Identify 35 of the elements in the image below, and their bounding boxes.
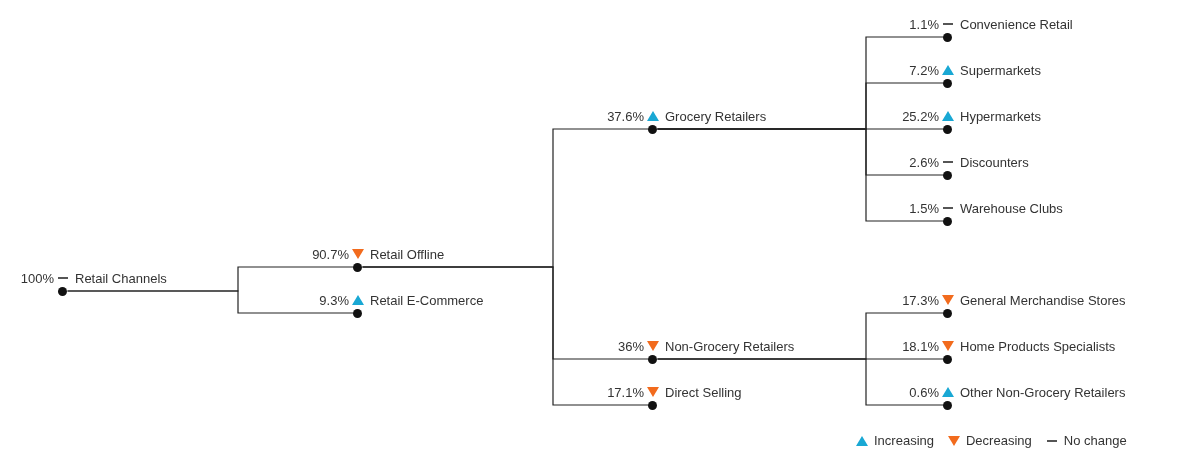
percentage-value: 2.6% — [908, 154, 939, 170]
percentage-value: 17.3% — [901, 292, 939, 308]
percentage-value: 25.2% — [901, 108, 939, 124]
percentage-value: 100% — [19, 270, 54, 286]
percentage-value: 18.1% — [901, 338, 939, 354]
percentage-value: 0.6% — [908, 384, 939, 400]
category-label: Non-Grocery Retailers — [665, 338, 795, 354]
category-label: Hypermarkets — [960, 108, 1041, 124]
category-label: Discounters — [960, 154, 1029, 170]
category-label: Supermarkets — [960, 62, 1041, 78]
percentage-value: 9.3% — [318, 292, 349, 308]
connector-line — [66, 290, 355, 314]
category-label: Other Non-Grocery Retailers — [960, 384, 1126, 400]
category-label: Grocery Retailers — [665, 108, 767, 124]
category-label: Retail Channels — [75, 270, 167, 286]
category-label: Warehouse Clubs — [960, 200, 1063, 216]
percentage-value: 17.1% — [606, 384, 644, 400]
legend-label: Decreasing — [966, 433, 1032, 448]
percentage-value: 90.7% — [311, 246, 349, 262]
category-label: Direct Selling — [665, 384, 742, 400]
category-label: Convenience Retail — [960, 16, 1073, 32]
category-label: Retail Offline — [370, 246, 445, 262]
category-label: General Merchandise Stores — [960, 292, 1126, 308]
connector-line — [656, 358, 945, 406]
percentage-value: 37.6% — [606, 108, 644, 124]
connector-line — [361, 266, 650, 406]
legend-label: No change — [1063, 433, 1127, 448]
category-label: Home Products Specialists — [960, 338, 1116, 354]
category-label: Retail E-Commerce — [370, 292, 484, 308]
connector-line — [656, 128, 945, 222]
percentage-value: 36% — [616, 338, 644, 354]
legend-label: Increasing — [874, 433, 934, 448]
percentage-value: 1.1% — [908, 16, 939, 32]
percentage-value: 7.2% — [908, 62, 939, 78]
percentage-value: 1.5% — [908, 200, 939, 216]
